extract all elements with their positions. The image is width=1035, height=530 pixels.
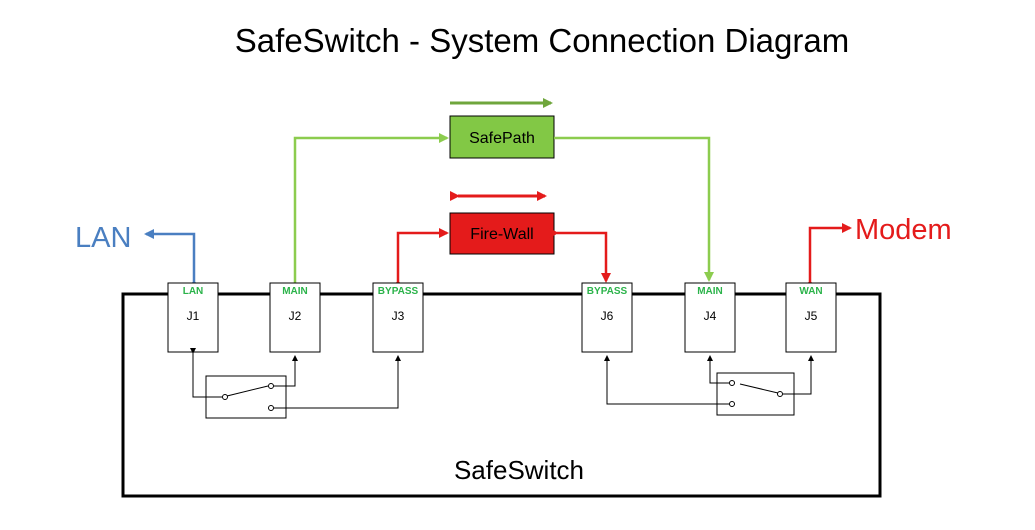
main-path-to-j4 [554,136,714,282]
firewall-label: Fire-Wall [470,226,533,243]
bypass-path-j6 [549,228,611,283]
wire-relay-j5 [783,355,814,395]
port-j3: BYPASS J3 [372,282,424,353]
safeswitch-label: SafeSwitch [454,455,584,485]
page-title: SafeSwitch - System Connection Diagram [235,22,849,59]
port-j4-id: J4 [704,309,717,323]
port-j1-id: J1 [187,309,200,323]
port-j2: MAIN J2 [269,282,321,353]
port-j4-tag: MAIN [697,286,723,297]
port-j3-tag: BYPASS [378,286,419,297]
safepath-label: SafePath [469,130,535,147]
lan-connection-arrow [144,229,199,289]
port-j1: LAN J1 [167,282,219,353]
port-j5-id: J5 [805,309,818,323]
modem-connection-arrow [805,223,852,289]
port-j5-tag: WAN [799,286,822,297]
modem-label: Modem [855,214,952,246]
port-j3-id: J3 [392,309,405,323]
port-j4: MAIN J4 [684,282,736,353]
lan-label: LAN [75,222,131,254]
wire-relay-j3 [274,355,401,409]
port-j6: BYPASS J6 [581,282,633,353]
wire-relay-j4 [707,355,729,384]
port-j5: WAN J5 [785,282,837,353]
port-j2-id: J2 [289,309,302,323]
safepath-box [449,115,555,159]
port-j6-id: J6 [601,309,614,323]
wire-relay-j2 [274,355,298,387]
port-j6-tag: BYPASS [587,286,628,297]
safeswitch-enclosure [121,292,882,498]
wire-relay-j6 [604,355,729,405]
wire-j1-relay [190,348,222,398]
port-j2-tag: MAIN [282,286,308,297]
port-j1-tag: LAN [183,286,204,297]
relay-switch-right [716,372,795,416]
main-path-to-safepath [293,133,449,286]
bypass-path-j3 [393,228,449,289]
